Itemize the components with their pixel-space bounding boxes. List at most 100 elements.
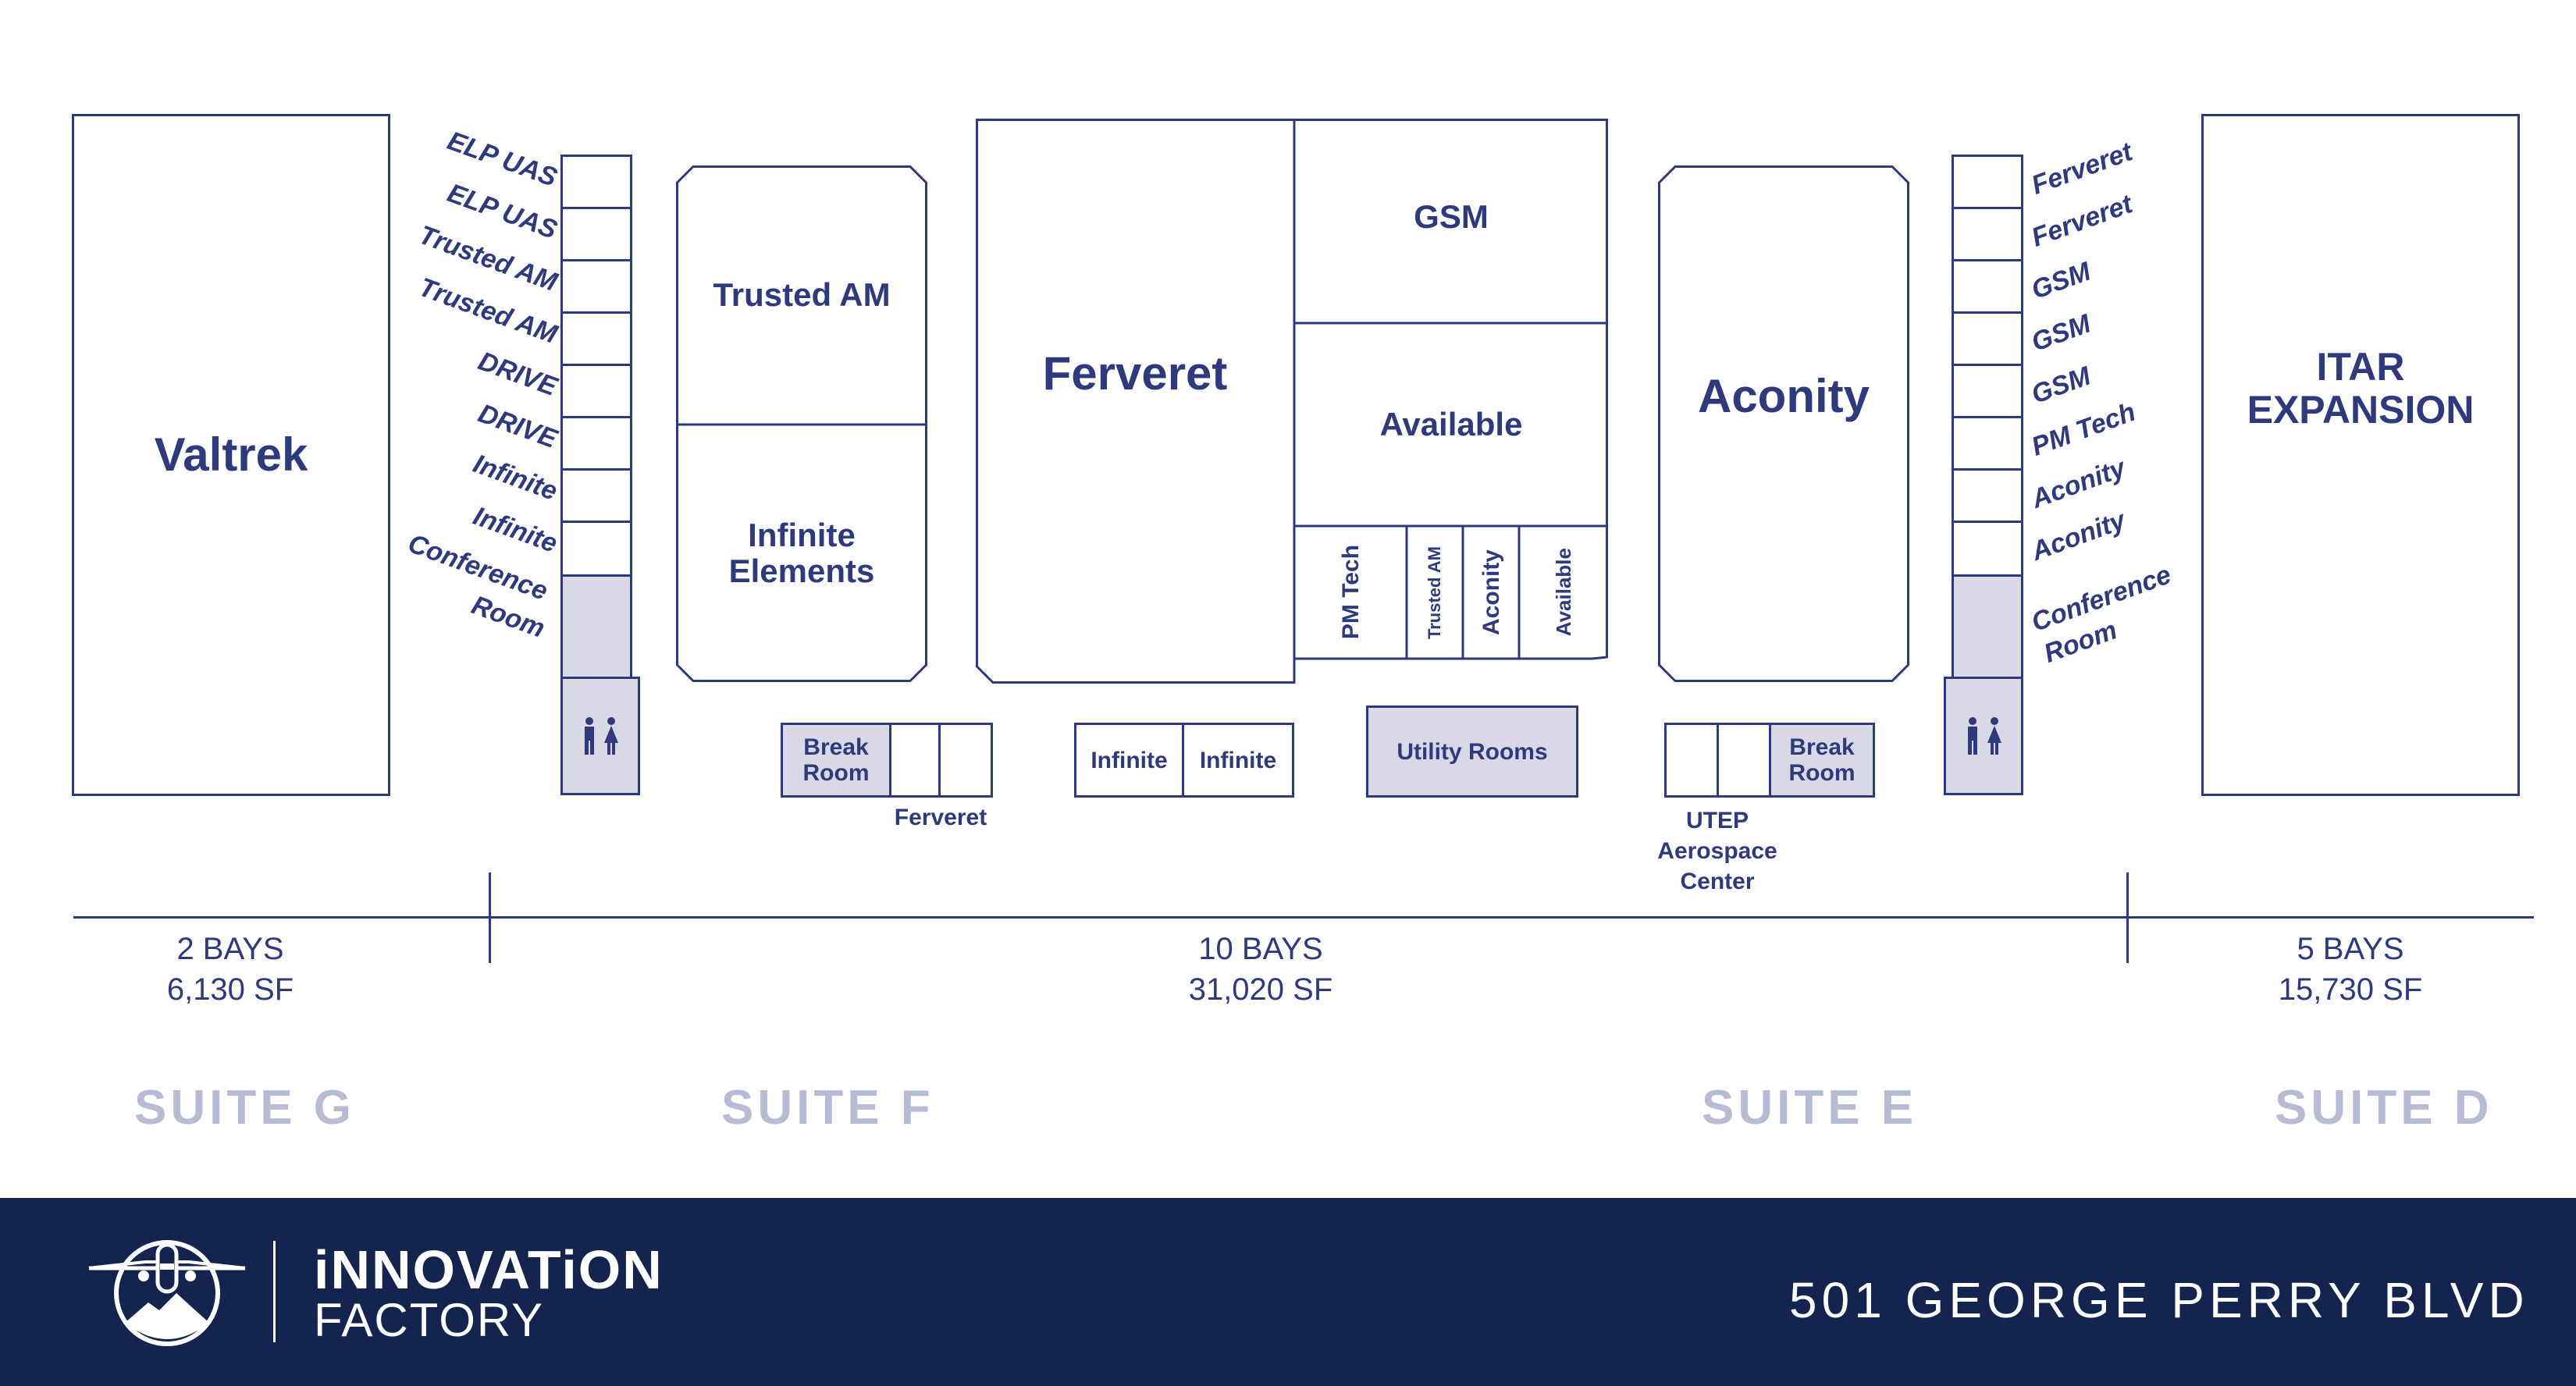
right-stack-label: Aconity xyxy=(2027,453,2129,514)
airplane-mountain-logo-icon xyxy=(88,1240,246,1346)
room-ferveret-block: Ferveret GSM Available PM Tech Trusted A… xyxy=(976,119,1608,684)
right-stack-label: PM Tech xyxy=(2027,396,2140,462)
utility-rooms[interactable]: Utility Rooms xyxy=(1366,705,1578,798)
utep-note-line: UTEP xyxy=(1685,808,1749,833)
office-cell[interactable] xyxy=(1954,261,2021,314)
right-stack-label: GSM xyxy=(2027,308,2095,357)
footer-bar: iNNOVATiON FACTORY 501 GEORGE PERRY BLVD xyxy=(0,1198,2576,1386)
office-trusted-am[interactable]: Trusted AM xyxy=(1407,526,1463,659)
right-stack-label: Ferveret xyxy=(2027,189,2137,253)
room-valtrek-label: Valtrek xyxy=(154,428,308,481)
block-outline xyxy=(976,119,1608,684)
room-available[interactable]: Available xyxy=(1294,323,1608,526)
office-cell[interactable] xyxy=(563,471,630,523)
office-infinite-b[interactable]: Infinite xyxy=(1182,723,1294,798)
dimension-tick xyxy=(489,872,491,963)
office-cell[interactable] xyxy=(563,366,630,418)
right-restroom[interactable] xyxy=(1944,677,2023,795)
office-infinite-a[interactable]: Infinite xyxy=(1074,723,1184,798)
suite-d-label: SUITE D xyxy=(2275,1081,2493,1135)
room-itar-label: EXPANSION xyxy=(2247,388,2475,432)
break-room-right[interactable]: Break Room xyxy=(1769,723,1875,798)
suite-f-area: 31,020 SF xyxy=(1188,972,1333,1007)
right-stack-label: GSM xyxy=(2027,361,2095,410)
office-cell[interactable] xyxy=(563,261,630,314)
utility-rooms-label: Utility Rooms xyxy=(1397,738,1548,765)
dimension-line xyxy=(73,916,2534,919)
suite-e-label: SUITE E xyxy=(1702,1081,1918,1135)
room-available-label: Available xyxy=(1379,405,1523,442)
ferveret-note: Ferveret xyxy=(894,805,987,830)
left-restroom[interactable] xyxy=(560,677,640,795)
left-stack-label: DRIVE xyxy=(474,346,561,402)
left-stack-label: Infinite xyxy=(468,449,561,506)
office-cell[interactable] xyxy=(563,523,630,577)
brand-name: iNNOVATiON xyxy=(314,1239,664,1300)
office-small[interactable] xyxy=(889,723,941,798)
office-cell[interactable] xyxy=(563,314,630,366)
office-aconity[interactable]: Aconity xyxy=(1463,526,1519,659)
left-stack-label: DRIVE xyxy=(474,398,561,454)
restroom-icon xyxy=(585,717,618,755)
office-available[interactable]: Available xyxy=(1519,526,1608,659)
right-stack-label: Ferveret xyxy=(2027,137,2137,201)
dimension-tick xyxy=(2126,872,2129,963)
left-stack-label: Infinite xyxy=(468,501,561,559)
suite-f-bays: 10 BAYS 31,020 SF xyxy=(1155,929,1366,1010)
suite-d-area: 15,730 SF xyxy=(2278,972,2423,1007)
room-gsm[interactable]: GSM xyxy=(1294,119,1608,323)
suite-f-label: SUITE F xyxy=(721,1081,934,1135)
office-cell[interactable] xyxy=(1954,523,2021,577)
office-cell[interactable] xyxy=(1954,366,2021,418)
room-gsm-label: GSM xyxy=(1414,197,1489,235)
suite-g-bays: 2 BAYS 6,130 SF xyxy=(125,929,336,1010)
office-pm-tech-label: PM Tech xyxy=(1337,545,1364,640)
office-cell[interactable] xyxy=(1954,314,2021,366)
office-cell[interactable] xyxy=(563,209,630,261)
break-room-right-label: Break xyxy=(1789,734,1855,760)
right-conference-room[interactable] xyxy=(1952,574,2023,679)
office-available-label: Available xyxy=(1551,548,1575,637)
room-aconity[interactable]: Aconity xyxy=(1658,165,1909,682)
office-utep[interactable] xyxy=(1664,723,1719,798)
office-infinite-label: Infinite xyxy=(1199,747,1277,773)
room-ferveret-label: Ferveret xyxy=(1042,347,1228,400)
office-small[interactable] xyxy=(938,723,993,798)
utep-note-line: Aerospace xyxy=(1657,838,1777,864)
room-infinite-elements-label: Infinite xyxy=(748,516,856,553)
office-cell[interactable] xyxy=(563,418,630,471)
room-valtrek[interactable]: Valtrek xyxy=(72,114,390,796)
suite-g-label: SUITE G xyxy=(134,1081,356,1135)
office-pm-tech[interactable]: PM Tech xyxy=(1294,526,1407,659)
room-trusted-am-label: Trusted AM xyxy=(713,275,891,313)
restroom-icon xyxy=(1968,717,2001,755)
office-cell[interactable] xyxy=(563,157,630,209)
brand-subtitle: FACTORY xyxy=(314,1294,545,1346)
office-cell[interactable] xyxy=(1954,157,2021,209)
right-stack-label: Aconity xyxy=(2027,505,2129,567)
break-room-left[interactable]: Break Room xyxy=(781,723,891,798)
office-cell[interactable] xyxy=(1954,209,2021,261)
footer-divider xyxy=(273,1241,276,1342)
break-room-right-label: Room xyxy=(1788,760,1856,786)
room-itar-expansion[interactable]: ITAR EXPANSION xyxy=(2201,114,2520,796)
room-itar-label: ITAR xyxy=(2316,345,2405,389)
break-room-left-label: Break xyxy=(803,734,869,760)
suite-g-bays-count: 2 BAYS xyxy=(176,932,284,966)
left-office-stack xyxy=(560,155,632,577)
suite-f-bays-count: 10 BAYS xyxy=(1198,932,1323,966)
room-trusted-am-infinite-elements[interactable]: Trusted AM Infinite Elements xyxy=(676,165,927,682)
office-cell[interactable] xyxy=(1954,418,2021,471)
utep-aerospace-center-note: UTEP Aerospace Center xyxy=(1631,805,1803,897)
room-aconity-label: Aconity xyxy=(1697,370,1870,422)
right-office-stack xyxy=(1952,155,2023,577)
footer-address: 501 GEORGE PERRY BLVD xyxy=(1789,1272,2529,1328)
office-cell[interactable] xyxy=(1954,471,2021,523)
office-utep[interactable] xyxy=(1717,723,1771,798)
left-conference-room[interactable] xyxy=(560,574,632,679)
room-ferveret[interactable]: Ferveret xyxy=(976,119,1294,684)
break-room-left-label: Room xyxy=(802,760,870,786)
right-stack-label: GSM xyxy=(2027,256,2095,305)
room-infinite-elements-label: Elements xyxy=(728,553,875,589)
suite-g-area: 6,130 SF xyxy=(166,972,294,1007)
